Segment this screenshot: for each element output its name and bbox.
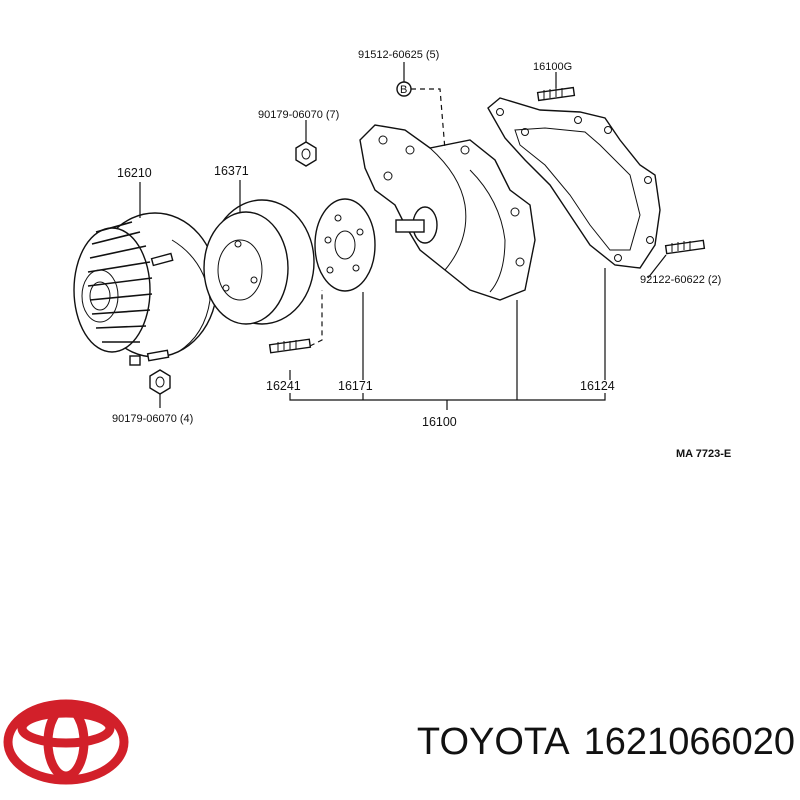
callout-92122: 92122-60622 (2) [640,274,721,286]
stud-right-part [664,239,706,255]
callout-91512: 91512-60625 (5) [358,49,439,61]
bolt-b-part: B [396,81,412,97]
callout-90179-bottom: 90179-06070 (4) [112,413,193,425]
callout-16100G: 16100G [533,61,572,73]
fluid-coupling-part [73,212,218,366]
brand-name: TOYOTA [416,720,570,763]
callout-16241: 16241 [266,379,301,393]
nut-top-part [295,141,317,167]
stud-top-part [536,86,576,102]
toyota-logo-icon [3,699,129,785]
drawing-code: MA 7723-E [676,448,731,460]
pulley-part [203,199,315,325]
callout-90179-top: 90179-06070 (7) [258,109,339,121]
nut-bottom-part [149,369,171,395]
gasket-part [487,97,661,269]
stud-bottom-part [268,338,312,354]
hub-flange-part [314,198,376,292]
callout-16210: 16210 [117,166,152,180]
callout-16124: 16124 [580,379,615,393]
water-pump-body-part [359,124,536,301]
callout-16171: 16171 [338,379,373,393]
bolt-letter: B [400,84,407,96]
part-number: 1621066020 [583,720,795,763]
callout-16100: 16100 [422,415,457,429]
brand-footer: TOYOTA 1621066020 [365,712,795,772]
callout-16371: 16371 [214,164,249,178]
